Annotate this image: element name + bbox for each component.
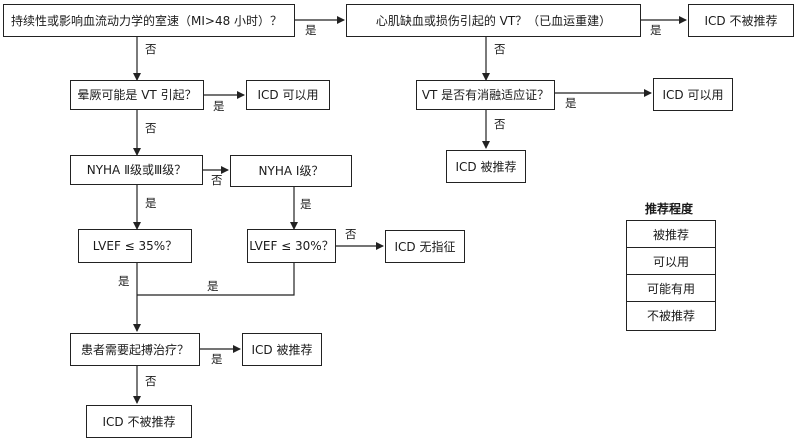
edge-label-yes: 是 — [300, 197, 312, 211]
node-nyha-1-question: NYHA Ⅰ级？ — [230, 155, 352, 187]
legend-item-may-use: 可以用 — [627, 248, 715, 275]
node-nyha-2-3-question: NYHA Ⅱ级或Ⅲ级？ — [70, 155, 203, 185]
node-syncope-question: 晕厥可能是 VT 引起？ — [70, 80, 204, 110]
edge-label-yes: 是 — [118, 274, 130, 288]
edge-label-no: 否 — [494, 117, 506, 131]
legend-title: 推荐程度 — [645, 202, 694, 216]
edge-label-yes: 是 — [305, 23, 317, 37]
edge-label-no: 否 — [211, 173, 223, 187]
node-icd-recommended-bottom: ICD 被推荐 — [242, 333, 322, 366]
edge-label-no: 否 — [345, 227, 357, 241]
node-icd-may-use-right: ICD 可以用 — [653, 78, 733, 111]
edge-label-yes: 是 — [650, 23, 662, 37]
legend-table: 被推荐 可以用 可能有用 不被推荐 — [626, 220, 716, 331]
edge-label-no: 否 — [145, 121, 157, 135]
node-icd-recommended-right: ICD 被推荐 — [446, 150, 526, 183]
edge-label-no: 否 — [494, 42, 506, 56]
edge-label-yes: 是 — [213, 99, 225, 113]
node-ablation-question: VT 是否有消融适应证？ — [416, 80, 555, 110]
node-ischemia-vt-question: 心肌缺血或损伤引起的 VT？（已血运重建） — [346, 4, 641, 37]
node-icd-not-recommended-top: ICD 不被推荐 — [688, 4, 794, 37]
node-icd-may-use-left: ICD 可以用 — [246, 80, 330, 110]
node-icd-no-indication: ICD 无指征 — [385, 230, 465, 263]
edge-lvef30-to-merge — [137, 263, 295, 296]
node-lvef-30-question: LVEF ≤ 30%？ — [247, 229, 336, 263]
edge-label-yes: 是 — [207, 279, 219, 293]
legend-item-recommended: 被推荐 — [627, 221, 715, 248]
edge-label-yes: 是 — [565, 96, 577, 110]
node-sustained-vt-question: 持续性或影响血流动力学的室速（MI>48 小时）？ — [3, 4, 295, 37]
legend-item-not-recommended: 不被推荐 — [646, 309, 695, 323]
edge-label-no: 否 — [145, 374, 157, 388]
node-icd-not-recommended-bottom: ICD 不被推荐 — [86, 405, 192, 438]
node-lvef-35-question: LVEF ≤ 35%？ — [78, 229, 192, 263]
legend-item-possibly-useful: 可能有用 — [627, 275, 715, 302]
edge-label-yes: 是 — [211, 352, 223, 366]
node-pacing-question: 患者需要起搏治疗？ — [70, 333, 200, 366]
edge-label-no: 否 — [145, 42, 157, 56]
edge-label-yes: 是 — [145, 196, 157, 210]
